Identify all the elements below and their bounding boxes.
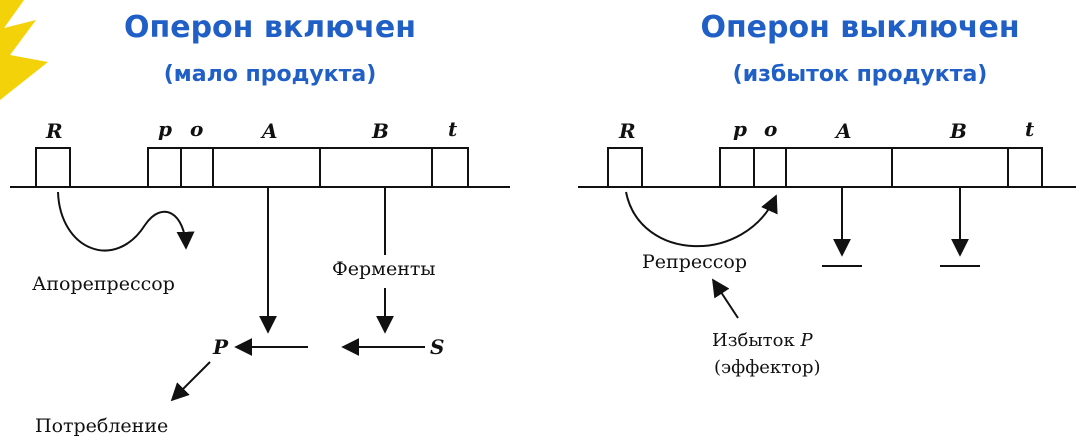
left-gene-B-label: B [371, 119, 389, 143]
left-gene-R-label: R [45, 119, 63, 143]
right-effector-label: (эффектор) [714, 357, 821, 378]
yellow-burst-decoration [0, 0, 48, 100]
right-repressor-label: Репрессор [642, 251, 747, 273]
right-effector-arrow [712, 278, 739, 319]
right-operon-box [719, 147, 1043, 188]
right-gene-B-label: B [949, 119, 967, 143]
right-gene-t-label: t [1025, 117, 1035, 141]
left-aporepressor-label: Апорепрессор [32, 273, 175, 295]
right-gene-A-label: A [834, 119, 852, 143]
left-gene-o-label: o [190, 117, 203, 141]
left-gene-R-box [35, 147, 71, 188]
left-operon: R p o A B t Апорепрессор Ферменты P S По… [10, 117, 510, 437]
left-subtitle: (мало продукта) [163, 62, 377, 87]
left-gene-A-label: A [260, 119, 278, 143]
right-subtitle: (избыток продукта) [732, 62, 988, 87]
left-gene-p-label: p [158, 117, 172, 141]
right-operon: R p o A B t Репрессор Избыток P (эффекто… [578, 117, 1076, 378]
left-product-P-label: P [212, 335, 229, 359]
right-title: Оперон выключен [700, 10, 1020, 45]
left-aporepressor-arrow [57, 191, 195, 252]
right-excess-label: Избыток P [712, 330, 813, 351]
left-consumption-arrow [170, 361, 211, 402]
left-operon-box [147, 147, 469, 188]
right-gene-R-label: R [618, 119, 636, 143]
left-title: Оперон включен [124, 10, 416, 45]
right-gene-p-label: p [733, 117, 747, 141]
right-gene-R-box [607, 147, 643, 188]
right-repressor-binding-arrow [625, 191, 778, 248]
left-consumption-label: Потребление [35, 415, 168, 437]
left-substrate-S-label: S [430, 335, 444, 359]
right-gene-o-label: o [764, 117, 777, 141]
left-gene-t-label: t [448, 117, 458, 141]
left-enzymes-label: Ферменты [332, 258, 436, 280]
